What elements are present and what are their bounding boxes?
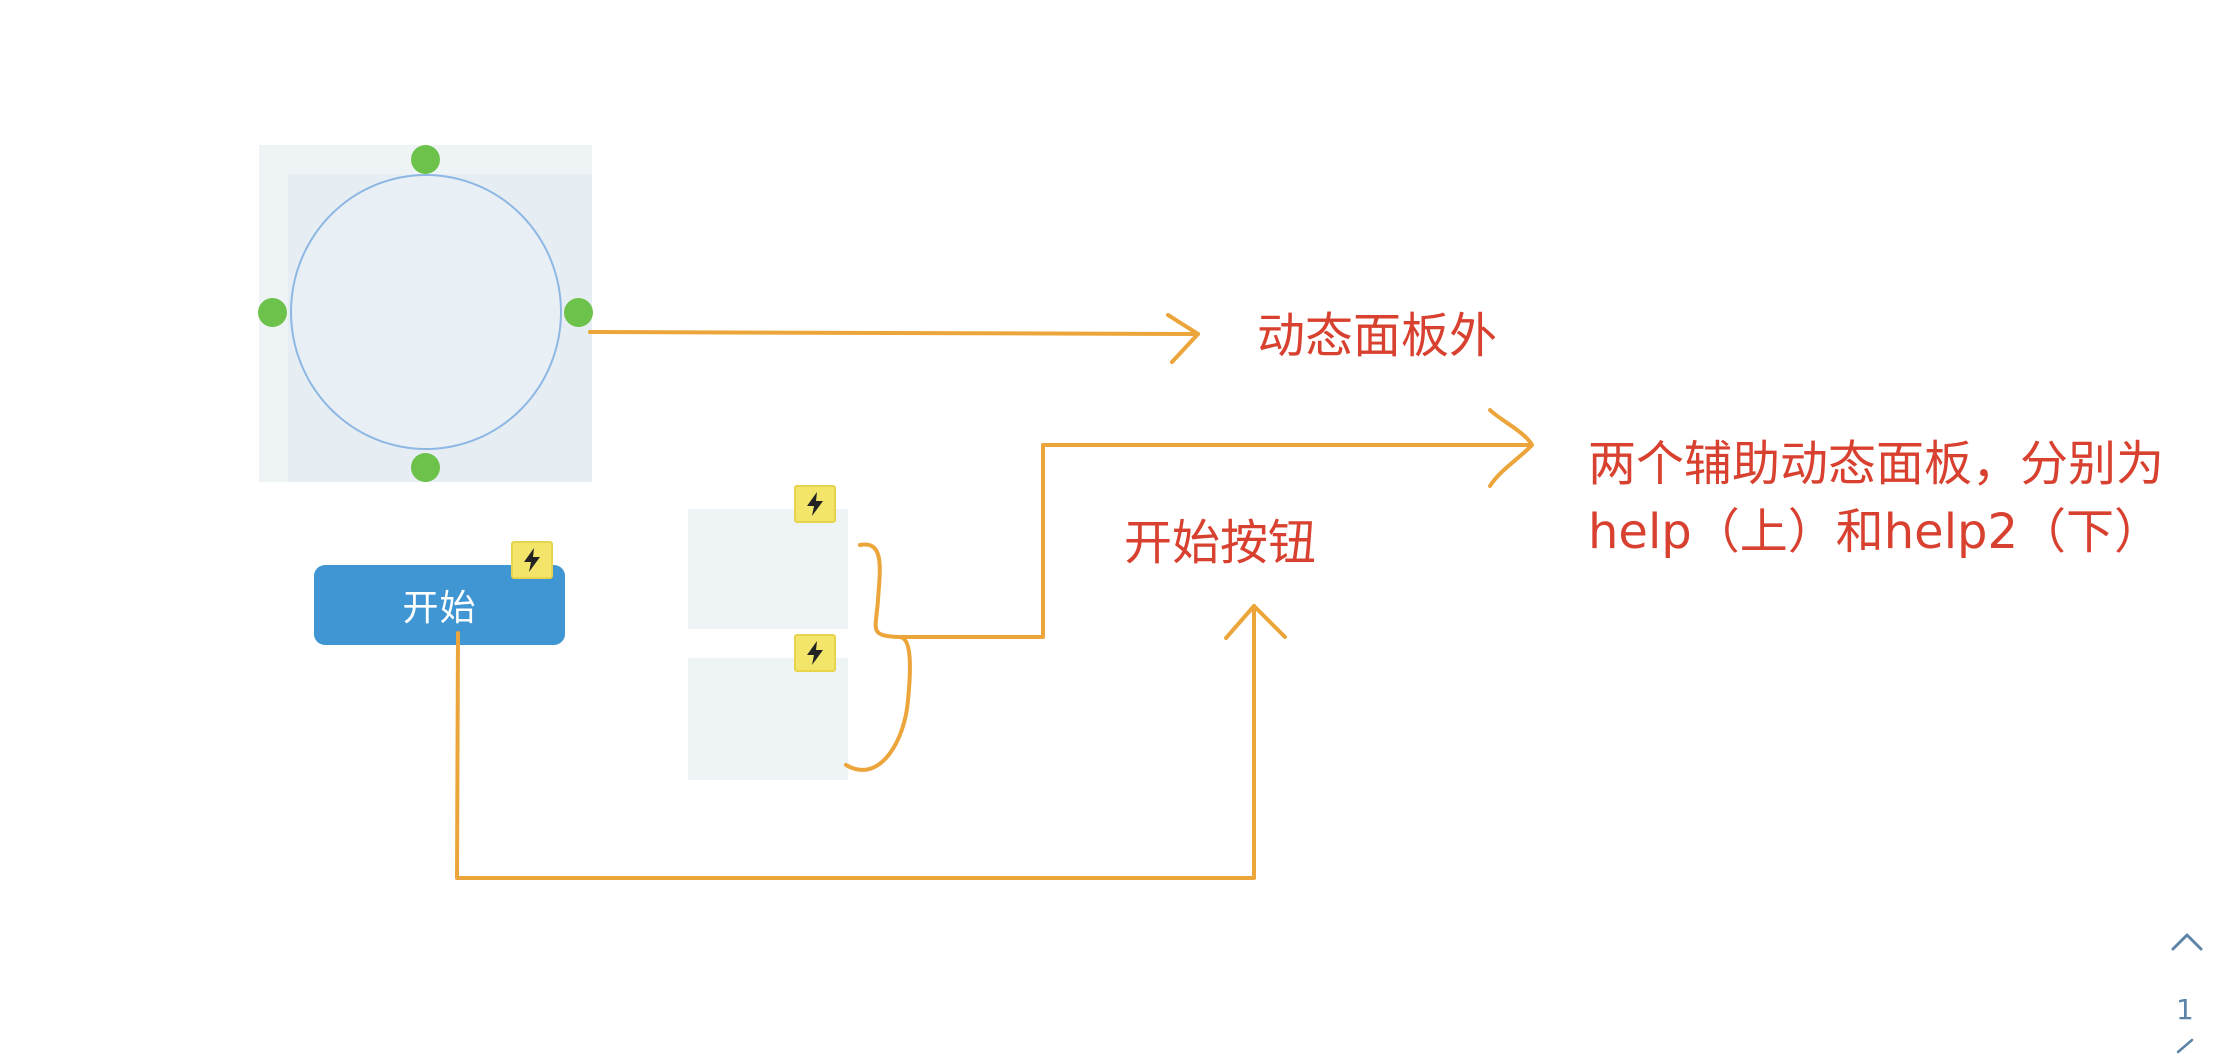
resize-handle-top[interactable]: [411, 145, 440, 174]
helper-panels-annotation-line2: help（上）和help2（下）: [1588, 504, 2163, 560]
resize-handle-right[interactable]: [564, 298, 593, 327]
helper-panels-annotation-line1: 两个辅助动态面板，分别为: [1588, 436, 2165, 492]
circle-widget[interactable]: [290, 174, 562, 450]
arrowhead-outside: [1166, 313, 1200, 364]
arrowhead-helpers: [1488, 408, 1534, 488]
help2-dynamic-panel[interactable]: [688, 658, 848, 780]
lightning-bolt-icon[interactable]: [794, 634, 836, 672]
help-dynamic-panel[interactable]: [688, 509, 848, 629]
lightning-bolt-glyph: [524, 548, 540, 572]
helpers-brace: [844, 542, 912, 772]
page-number: 1: [2176, 993, 2194, 1026]
resize-handle-left[interactable]: [258, 298, 287, 327]
lightning-bolt-icon[interactable]: [511, 541, 553, 579]
resize-handle-bottom[interactable]: [411, 453, 440, 482]
arrow-to-start-label: [455, 604, 1256, 880]
outside-panel-annotation: 动态面板外: [1257, 308, 1498, 364]
chevron-up-icon[interactable]: [2170, 930, 2204, 952]
lightning-bolt-glyph: [807, 492, 823, 516]
arrowhead-start: [1224, 604, 1287, 640]
lightning-bolt-glyph: [807, 641, 823, 665]
arrow-to-outside-label: [588, 330, 1200, 336]
lightning-bolt-icon[interactable]: [794, 485, 836, 523]
start-button-annotation: 开始按钮: [1124, 515, 1317, 571]
page-separator: [2176, 1038, 2194, 1054]
